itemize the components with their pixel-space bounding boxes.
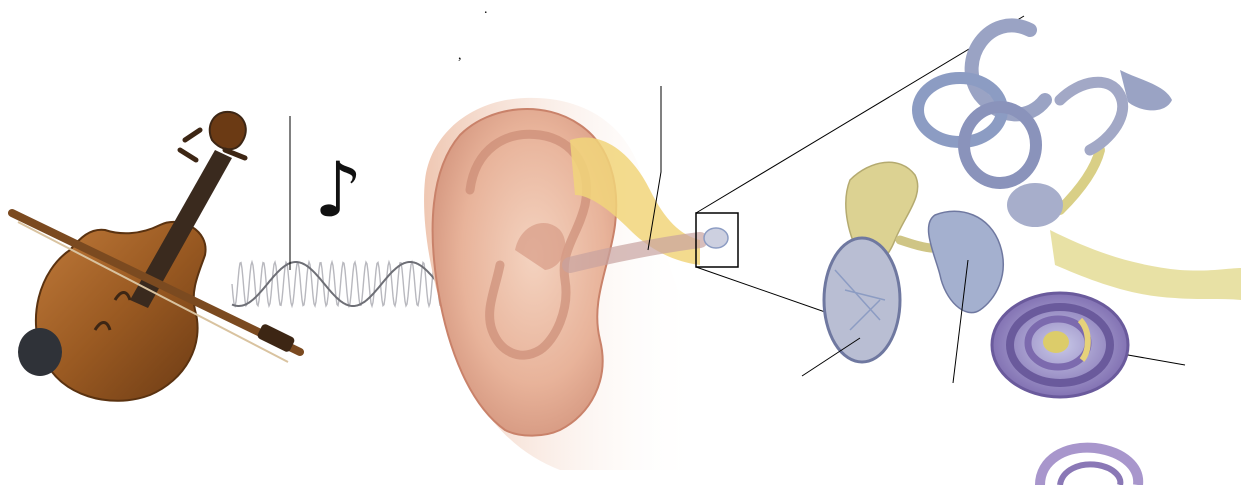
outer-ear [424,98,700,470]
stray-period: . [484,2,488,18]
leader-line-cochlea [1128,355,1185,365]
cochlea [992,293,1128,397]
music-note-icon: ♪ [314,145,363,234]
stray-comma: , [458,48,462,64]
violin-icon [12,112,300,401]
inner-ear-detail [824,25,1241,485]
